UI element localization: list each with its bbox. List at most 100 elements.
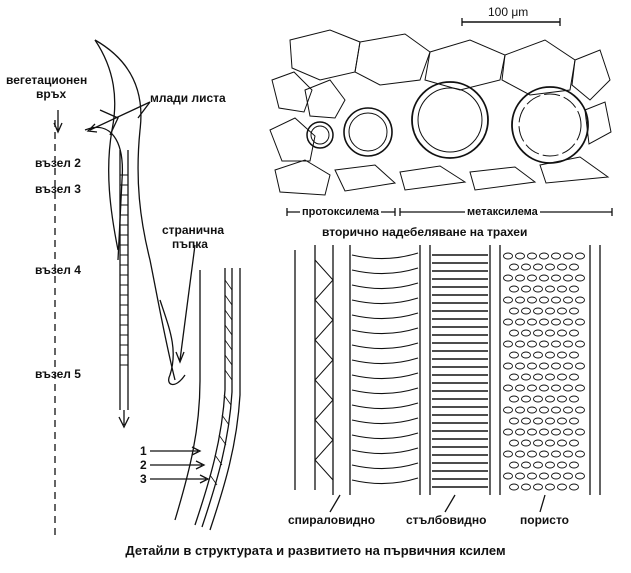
pit bbox=[575, 362, 585, 370]
metaxylem-vessel-3 bbox=[511, 86, 589, 164]
pit bbox=[557, 439, 567, 447]
pit bbox=[557, 483, 567, 491]
pit bbox=[509, 439, 519, 447]
pit bbox=[515, 472, 525, 480]
pit bbox=[521, 329, 531, 337]
pit bbox=[545, 439, 555, 447]
pit bbox=[563, 340, 573, 348]
pit bbox=[545, 461, 555, 469]
pit bbox=[575, 428, 585, 436]
pit bbox=[539, 406, 549, 414]
pit bbox=[509, 263, 519, 271]
pit bbox=[575, 340, 585, 348]
pit bbox=[557, 307, 567, 315]
pit bbox=[509, 395, 519, 403]
porous-pointer bbox=[539, 494, 546, 513]
pit bbox=[545, 263, 555, 271]
pit bbox=[527, 406, 537, 414]
pit bbox=[521, 285, 531, 293]
pit bbox=[545, 307, 555, 315]
young-leaves-pointer-2 bbox=[137, 101, 151, 119]
pit bbox=[503, 450, 513, 458]
young-leaf-outline bbox=[94, 39, 176, 381]
pit bbox=[569, 307, 579, 315]
pit bbox=[539, 384, 549, 392]
pit bbox=[569, 329, 579, 337]
protoxylem-vessel bbox=[306, 121, 334, 149]
pit bbox=[503, 428, 513, 436]
pit bbox=[563, 472, 573, 480]
metaxylem-label: метаксилема bbox=[465, 206, 540, 219]
pit bbox=[521, 351, 531, 359]
pit bbox=[509, 285, 519, 293]
pit bbox=[533, 461, 543, 469]
pit bbox=[515, 252, 525, 260]
pit bbox=[539, 450, 549, 458]
pit bbox=[575, 296, 585, 304]
layer-1-label: 1 bbox=[140, 444, 147, 458]
pit bbox=[557, 263, 567, 271]
pit bbox=[563, 362, 573, 370]
secondary-thickening-label: вторично надебеляване на трахеи bbox=[322, 225, 528, 239]
pit bbox=[533, 329, 543, 337]
pit bbox=[527, 384, 537, 392]
node3-label: възел 3 bbox=[35, 182, 81, 196]
pit bbox=[515, 318, 525, 326]
scalariform-thickening bbox=[432, 254, 488, 488]
figure-caption: Детайли в структурата и развитието на пъ… bbox=[125, 543, 506, 558]
stem-outer bbox=[174, 270, 201, 521]
developing-strand bbox=[120, 174, 128, 366]
pit bbox=[569, 351, 579, 359]
pit bbox=[527, 252, 537, 260]
pit bbox=[533, 307, 543, 315]
pit bbox=[551, 362, 561, 370]
pit bbox=[521, 439, 531, 447]
pit bbox=[527, 362, 537, 370]
pit bbox=[521, 483, 531, 491]
pit bbox=[545, 351, 555, 359]
pit bbox=[527, 450, 537, 458]
pit bbox=[509, 461, 519, 469]
layer-3-label: 3 bbox=[140, 472, 147, 486]
pit bbox=[575, 384, 585, 392]
apex-label-line2: връх bbox=[36, 87, 67, 101]
pit bbox=[569, 483, 579, 491]
pit bbox=[527, 472, 537, 480]
pit bbox=[551, 428, 561, 436]
pit bbox=[521, 263, 531, 271]
pit bbox=[569, 285, 579, 293]
pit bbox=[569, 395, 579, 403]
pit bbox=[539, 318, 549, 326]
parenchyma-cells bbox=[269, 29, 612, 196]
scalariform-pointer bbox=[444, 494, 456, 513]
pit bbox=[551, 406, 561, 414]
vessel-walls bbox=[294, 245, 601, 495]
pit bbox=[515, 274, 525, 282]
pit bbox=[521, 395, 531, 403]
pit bbox=[521, 307, 531, 315]
pit bbox=[563, 384, 573, 392]
pit bbox=[515, 296, 525, 304]
pit bbox=[521, 373, 531, 381]
pit bbox=[569, 461, 579, 469]
protoxylem-label: протоксилема bbox=[300, 206, 381, 219]
pit bbox=[521, 461, 531, 469]
pit bbox=[539, 340, 549, 348]
pit bbox=[527, 296, 537, 304]
pit bbox=[503, 384, 513, 392]
pit bbox=[527, 274, 537, 282]
pit bbox=[509, 373, 519, 381]
pit bbox=[563, 274, 573, 282]
scalariform-label: стълбовидно bbox=[406, 513, 487, 527]
pit bbox=[569, 263, 579, 271]
pit bbox=[533, 351, 543, 359]
inner-leaf bbox=[84, 126, 124, 261]
bud-label-line2: пъпка bbox=[172, 237, 208, 251]
pit bbox=[557, 395, 567, 403]
spiral-thickening bbox=[351, 252, 419, 485]
pit bbox=[563, 318, 573, 326]
metaxylem-vessel-1 bbox=[343, 107, 393, 157]
porous-label: пористо bbox=[520, 513, 570, 527]
n3-pointer bbox=[150, 474, 210, 484]
